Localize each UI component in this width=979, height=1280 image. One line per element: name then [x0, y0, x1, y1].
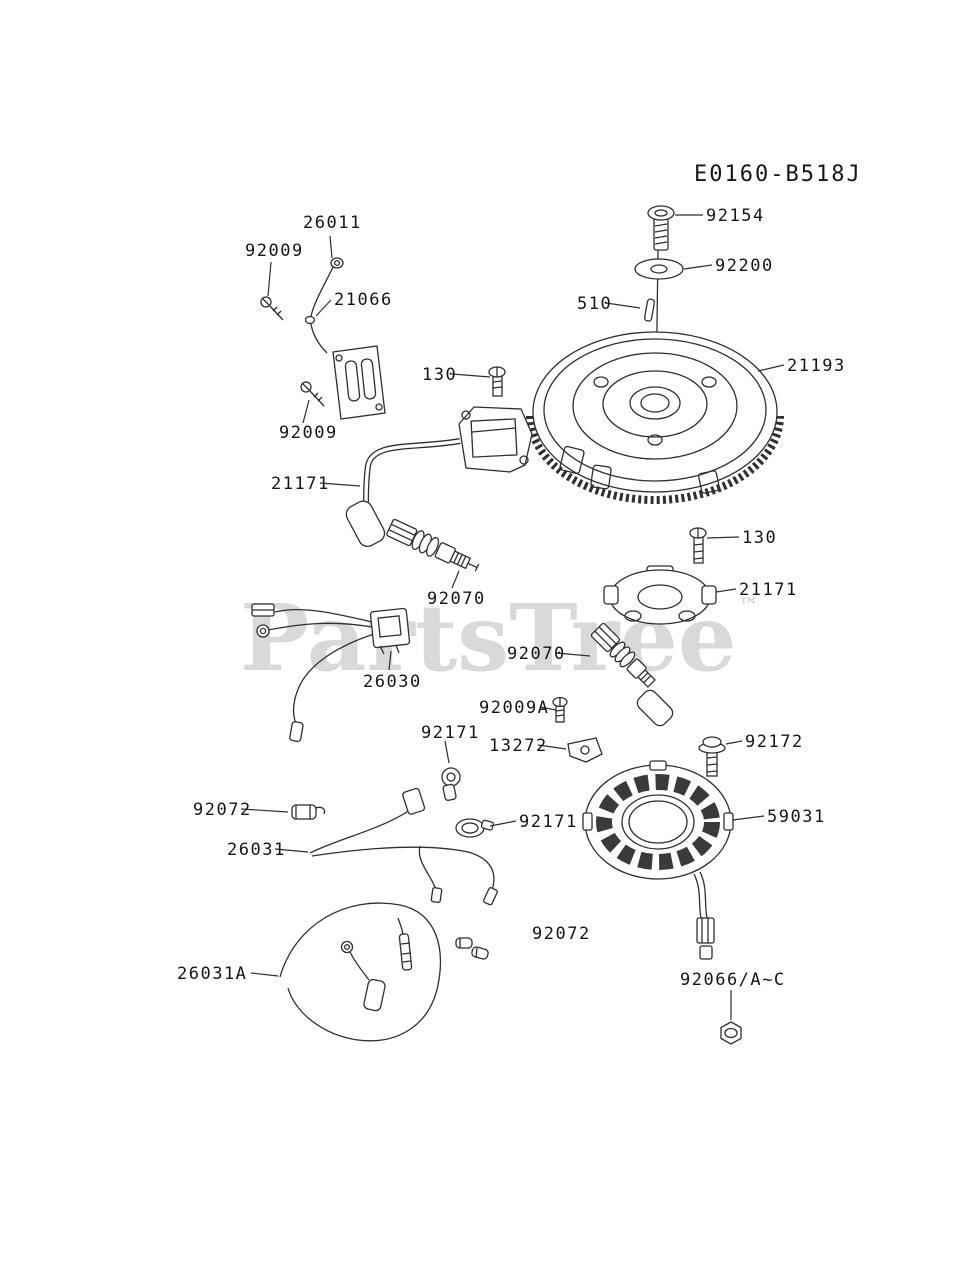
- part-label-26030: 26030: [363, 672, 422, 692]
- bracket-13272-drawing: [567, 737, 603, 763]
- part-label-26031a: 26031A: [177, 964, 248, 984]
- spark-plug-2-drawing: [590, 622, 656, 688]
- pin-510-drawing: [643, 298, 656, 322]
- part-label-92171-1: 92171: [421, 723, 480, 743]
- ignition-coil-left-drawing: [345, 406, 533, 548]
- regulator-assembly-drawing: [304, 257, 386, 420]
- leader-lines: [240, 214, 785, 1020]
- part-label-130-2: 130: [742, 528, 778, 548]
- screw-130-2-drawing: [689, 527, 707, 564]
- clamp-92171-1-drawing: [441, 767, 461, 801]
- bolt-92172-drawing: [698, 736, 726, 777]
- part-label-92072-1: 92072: [193, 800, 252, 820]
- part-label-21193: 21193: [787, 356, 846, 376]
- screw-92009-2-drawing: [300, 381, 325, 407]
- part-label-92066: 92066/A~C: [680, 970, 786, 990]
- trigger-coil-drawing: [603, 565, 717, 625]
- screw-92009-1-drawing: [260, 296, 284, 321]
- spark-plug-1-drawing: [386, 518, 480, 572]
- part-label-92070-1: 92070: [427, 589, 486, 609]
- stator-drawing: [582, 760, 734, 960]
- part-label-92200: 92200: [715, 256, 774, 276]
- harness-26031a-drawing: [279, 902, 441, 1042]
- part-label-92154: 92154: [706, 206, 765, 226]
- part-label-130-1: 130: [422, 365, 458, 385]
- part-label-510: 510: [577, 294, 613, 314]
- flywheel-drawing: [526, 331, 784, 504]
- diagram-id: E0160-B518J: [694, 162, 862, 187]
- screw-130-1-drawing: [488, 366, 506, 397]
- part-label-59031: 59031: [767, 807, 826, 827]
- washer-92200-drawing: [634, 258, 684, 280]
- harness-26031-drawing: [309, 787, 498, 906]
- part-label-26031: 26031: [227, 840, 286, 860]
- watermark-tm-mark: ™: [738, 593, 759, 617]
- part-label-92009-1: 92009: [245, 241, 304, 261]
- screw-92009a-drawing: [552, 696, 568, 723]
- part-label-13272: 13272: [489, 736, 548, 756]
- part-label-92070-2: 92070: [507, 644, 566, 664]
- clamp-92072-2-drawing: [455, 937, 489, 960]
- bolt-92154-drawing: [647, 205, 675, 251]
- clamp-92072-1-drawing: [291, 804, 326, 820]
- switch-26030-drawing: [251, 603, 411, 743]
- part-label-92009-2: 92009: [279, 423, 338, 443]
- part-label-21171-1: 21171: [271, 474, 330, 494]
- part-label-92171-2: 92171: [519, 812, 578, 832]
- part-label-92072-2: 92072: [532, 924, 591, 944]
- clamp-92171-2-drawing: [455, 818, 495, 838]
- part-label-21066: 21066: [334, 290, 393, 310]
- part-label-92172: 92172: [745, 732, 804, 752]
- nut-92066-drawing: [720, 1021, 742, 1045]
- plug-cap-drawing: [636, 689, 674, 727]
- part-label-26011: 26011: [303, 213, 362, 233]
- part-label-92009a: 92009A: [479, 698, 550, 718]
- part-label-21171-2: 21171: [739, 580, 798, 600]
